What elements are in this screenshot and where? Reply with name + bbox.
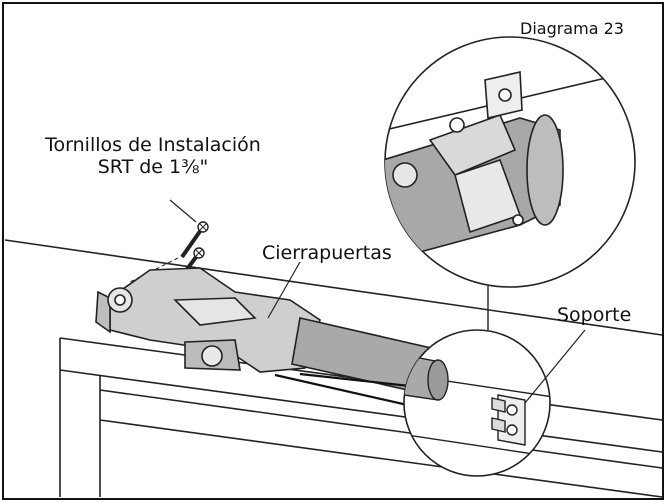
screws-label-line1: Tornillos de Instalación [45, 134, 261, 156]
screws-label: Tornillos de Instalación SRT de 1⅜" [28, 134, 278, 179]
bracket-detail-circle [403, 329, 551, 477]
diagram-number-label: Diagrama 23 [520, 19, 624, 38]
closer-leader [267, 261, 301, 319]
closer-label: Cierrapuertas [262, 242, 392, 264]
bracket-leader [524, 329, 586, 404]
door-closer [95, 267, 450, 397]
bracket-label: Soporte [557, 304, 632, 326]
installed-detail-circle [384, 36, 636, 288]
door-frame [4, 239, 663, 498]
screws-label-line2: SRT de 1⅜" [97, 155, 209, 178]
